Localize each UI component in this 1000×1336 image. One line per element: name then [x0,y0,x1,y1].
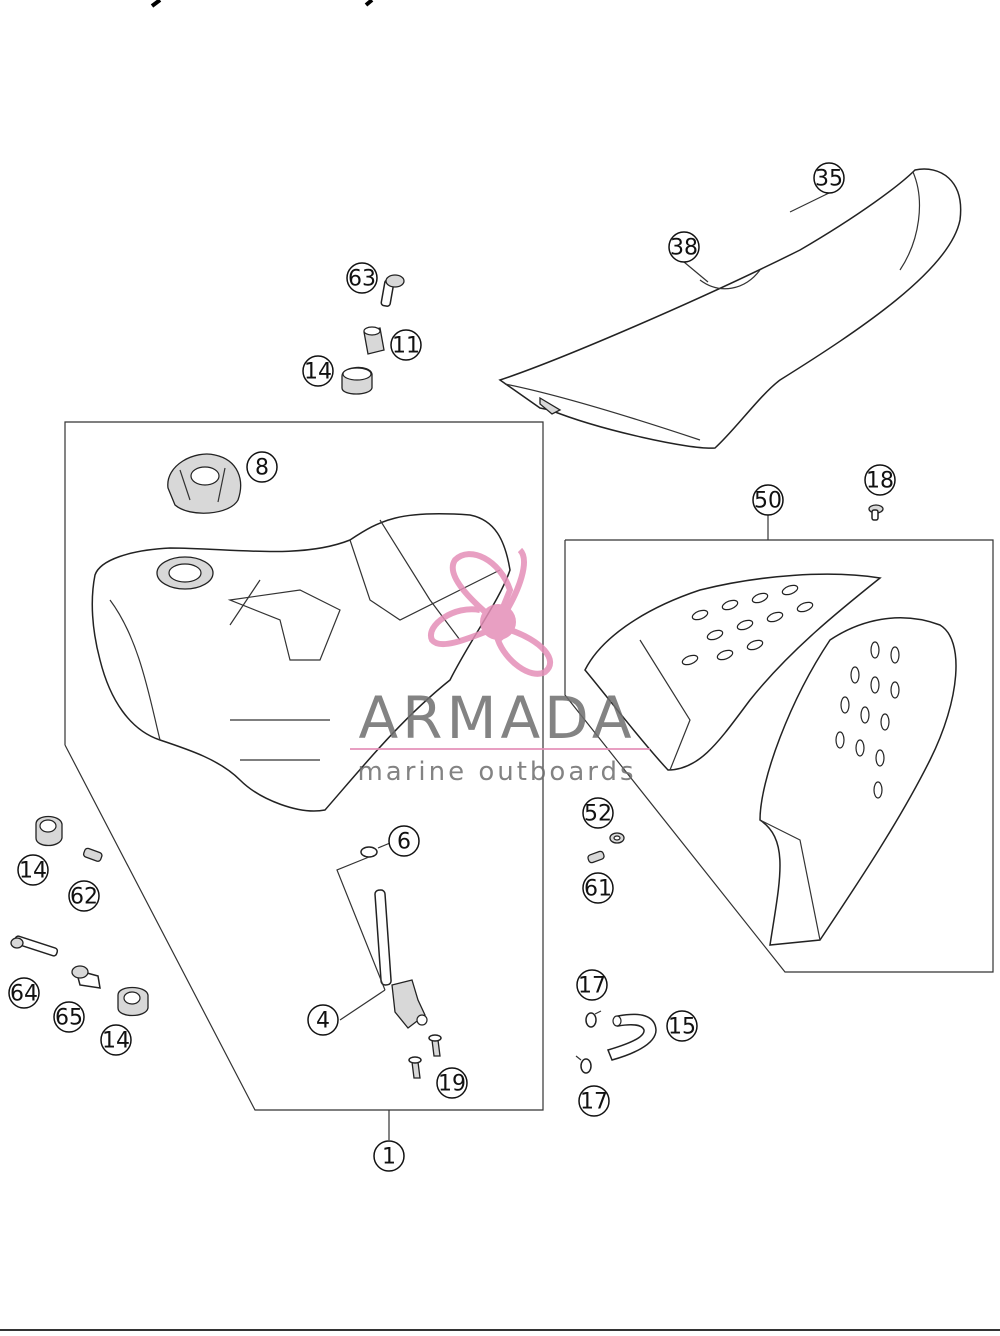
seat-part [498,168,962,449]
svg-text:17: 17 [580,1090,608,1115]
spacer-11-part [363,326,385,355]
svg-text:65: 65 [55,1006,83,1031]
callout-18: 18 [864,464,896,496]
o-ring-part [360,842,391,858]
grommet-14-top-part [341,366,373,395]
leader-lines [683,192,830,283]
svg-text:11: 11 [392,334,420,359]
callout-14-top: 14 [302,355,334,387]
svg-text:6: 6 [397,830,411,855]
hose-15-part [606,1013,657,1061]
clamp-17-top-part [585,1010,602,1028]
bolt-63-part [380,274,405,307]
callout-14-left: 14 [17,854,49,886]
svg-text:52: 52 [584,802,612,827]
svg-text:8: 8 [255,456,269,481]
callout-62: 62 [68,880,100,912]
tank-group-frame [64,421,544,1140]
svg-text:38: 38 [670,236,698,261]
svg-text:61: 61 [584,877,612,902]
svg-text:15: 15 [668,1015,696,1040]
callout-15: 15 [666,1010,698,1042]
watermark-logo: ARMADA marine outboards [350,547,650,787]
callout-52: 52 [582,797,614,829]
svg-text:50: 50 [754,489,782,514]
bolt-62-part [82,847,103,862]
grommet-14-lower-part [117,986,149,1017]
screw-61-part [587,850,605,864]
panel-group-frame [564,514,994,973]
propeller-icon [428,547,554,677]
washer-52-part [609,832,625,844]
callout-17-top: 17 [576,969,608,1001]
callout-65: 65 [53,1001,85,1033]
svg-text:63: 63 [348,267,376,292]
screw-18-part [868,504,884,521]
callout-11: 11 [390,329,422,361]
callout-38: 38 [668,231,700,263]
watermark-tagline: marine outboards [357,757,636,787]
vent-holes-right [835,641,900,799]
callout-19: 19 [436,1067,468,1099]
callout-35: 35 [813,162,845,194]
callout-6: 6 [388,825,420,857]
screws-19-part [408,1034,442,1079]
grommet-14-left-part [35,815,63,847]
svg-text:62: 62 [70,885,98,910]
callout-1: 1 [373,1140,405,1172]
callout-64: 64 [8,977,40,1009]
side-panel-right-part [759,617,957,946]
svg-text:14: 14 [102,1029,130,1054]
callout-14-lower: 14 [100,1024,132,1056]
callout-labels: 35 38 63 11 14 8 18 50 52 61 6 14 62 64 … [8,162,896,1172]
svg-text:1: 1 [382,1145,396,1170]
svg-text:64: 64 [10,982,38,1007]
svg-text:4: 4 [316,1009,330,1034]
svg-text:14: 14 [19,859,47,884]
callout-17-bottom: 17 [578,1085,610,1117]
svg-text:19: 19 [438,1072,466,1097]
clamp-17-bottom-part [575,1055,592,1074]
fuel-tank-part [91,512,511,812]
header-fragment [150,0,374,8]
callout-61: 61 [582,872,614,904]
callout-63: 63 [346,262,378,294]
callout-4: 4 [307,1004,339,1036]
svg-text:35: 35 [815,167,843,192]
vent-holes-left [681,584,814,666]
bolt-64-part [10,935,59,957]
side-panel-left-part [584,573,882,771]
svg-text:18: 18 [866,469,894,494]
fuel-tap-part [336,856,428,1029]
svg-text:14: 14 [304,360,332,385]
callout-8: 8 [246,451,278,483]
callout-50: 50 [752,484,784,516]
svg-text:17: 17 [578,974,606,999]
watermark-brand: ARMADA [358,684,635,752]
fuel-cap-part [167,453,242,514]
bushing-65-part [71,965,101,989]
